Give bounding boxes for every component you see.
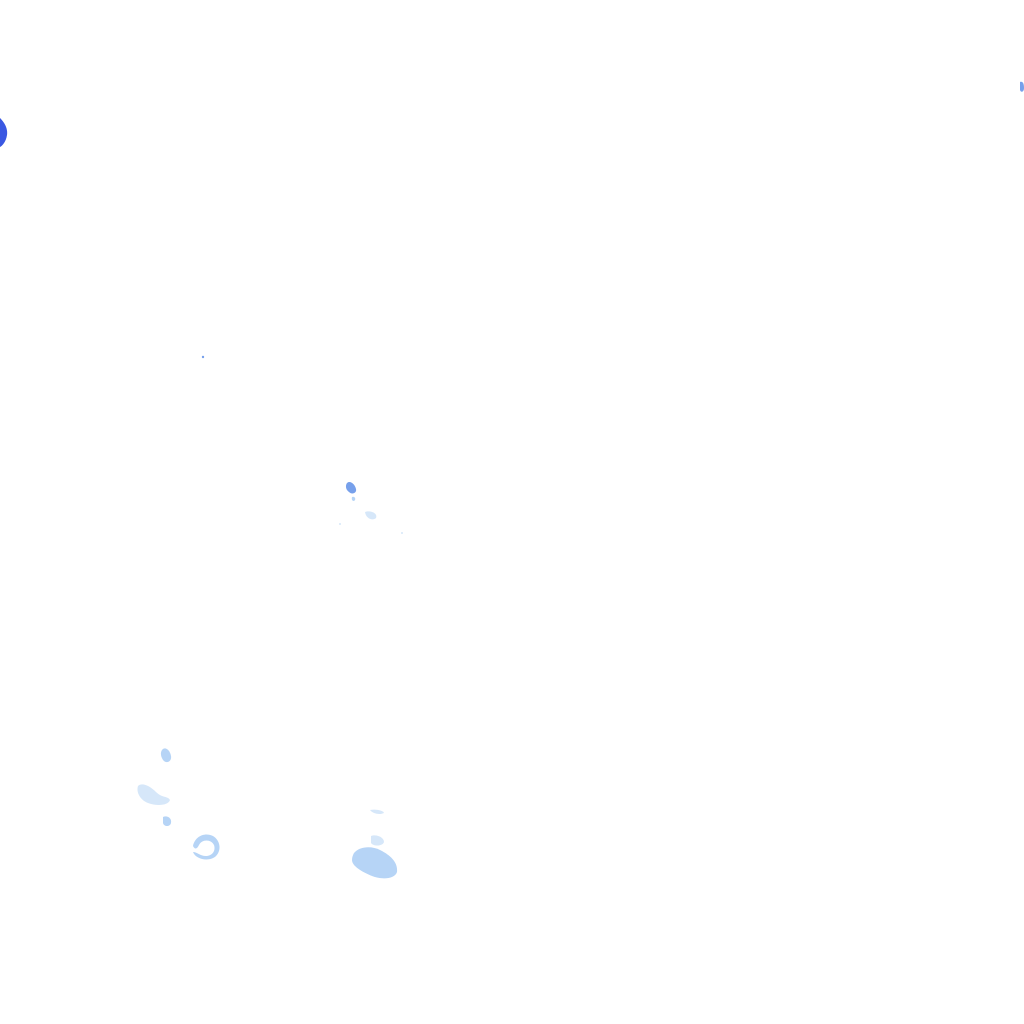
speckle-dot-left bbox=[201, 355, 205, 359]
speckle-bottom-center-faint bbox=[370, 809, 384, 814]
speckle-top-left bbox=[0, 118, 8, 147]
speckle-top-right bbox=[1020, 81, 1024, 92]
speckle-bottom-left-1 bbox=[160, 748, 172, 763]
speckle-center-dot-2 bbox=[401, 532, 403, 534]
speckle-bottom-left-3 bbox=[163, 816, 172, 826]
speckle-bottom-center-main bbox=[352, 847, 398, 879]
speckle-center-small-1 bbox=[351, 496, 356, 501]
speckle-center-main bbox=[345, 481, 357, 494]
speckle-bottom-left-ring bbox=[193, 834, 220, 860]
speckle-bottom-left-2 bbox=[137, 784, 170, 805]
speckle-center-small-2 bbox=[365, 511, 377, 520]
speckle-center-dot-1 bbox=[339, 523, 341, 525]
speckle-bottom-center-top bbox=[371, 835, 384, 846]
